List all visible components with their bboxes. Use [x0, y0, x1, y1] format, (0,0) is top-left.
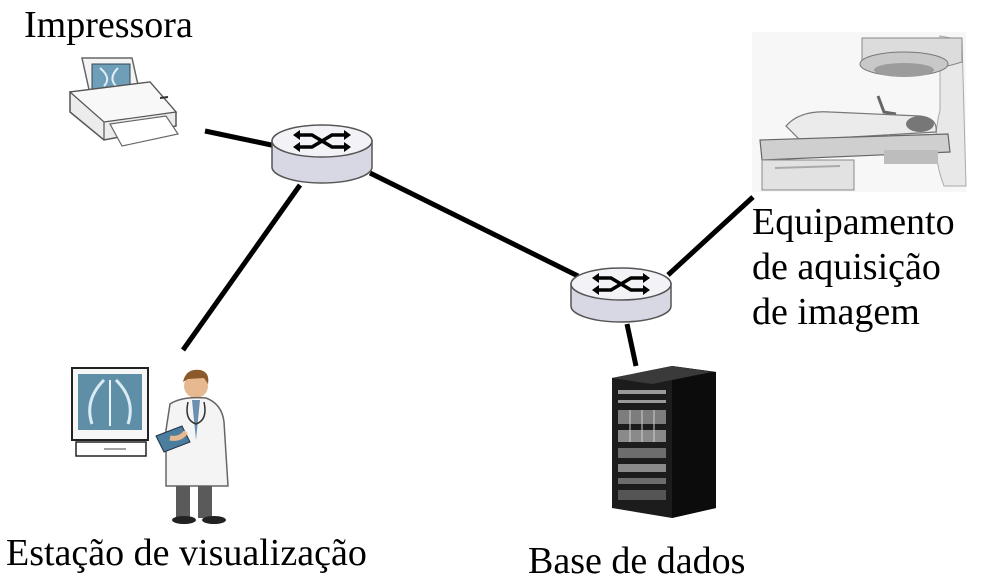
database-label: Base de dados	[528, 540, 746, 582]
viewing-station-label: Estação de visualização	[6, 532, 367, 574]
printer-label: Impressora	[24, 4, 193, 46]
imaging-equipment-label-line1: Equipamento	[752, 201, 955, 243]
router-icon	[570, 267, 672, 323]
router-icon	[271, 124, 373, 184]
link-router-database	[624, 323, 639, 367]
imaging-equipment-label-line3: de imagem	[752, 291, 920, 333]
server-rack-icon	[612, 366, 716, 518]
imaging-equipment-label-line2: de aquisição	[752, 246, 941, 288]
imaging-equipment-label: Equipamento de aquisição de imagem	[752, 200, 992, 335]
link-router-station	[180, 183, 303, 352]
link-router-router	[368, 170, 580, 279]
link-router-scanner	[666, 195, 755, 277]
network-links	[180, 128, 755, 367]
link-printer-router	[204, 128, 277, 149]
printer-icon	[68, 57, 179, 147]
monitor-xray-icon	[71, 367, 149, 457]
doctor-icon	[155, 369, 229, 524]
imaging-scanner-icon	[752, 32, 967, 192]
